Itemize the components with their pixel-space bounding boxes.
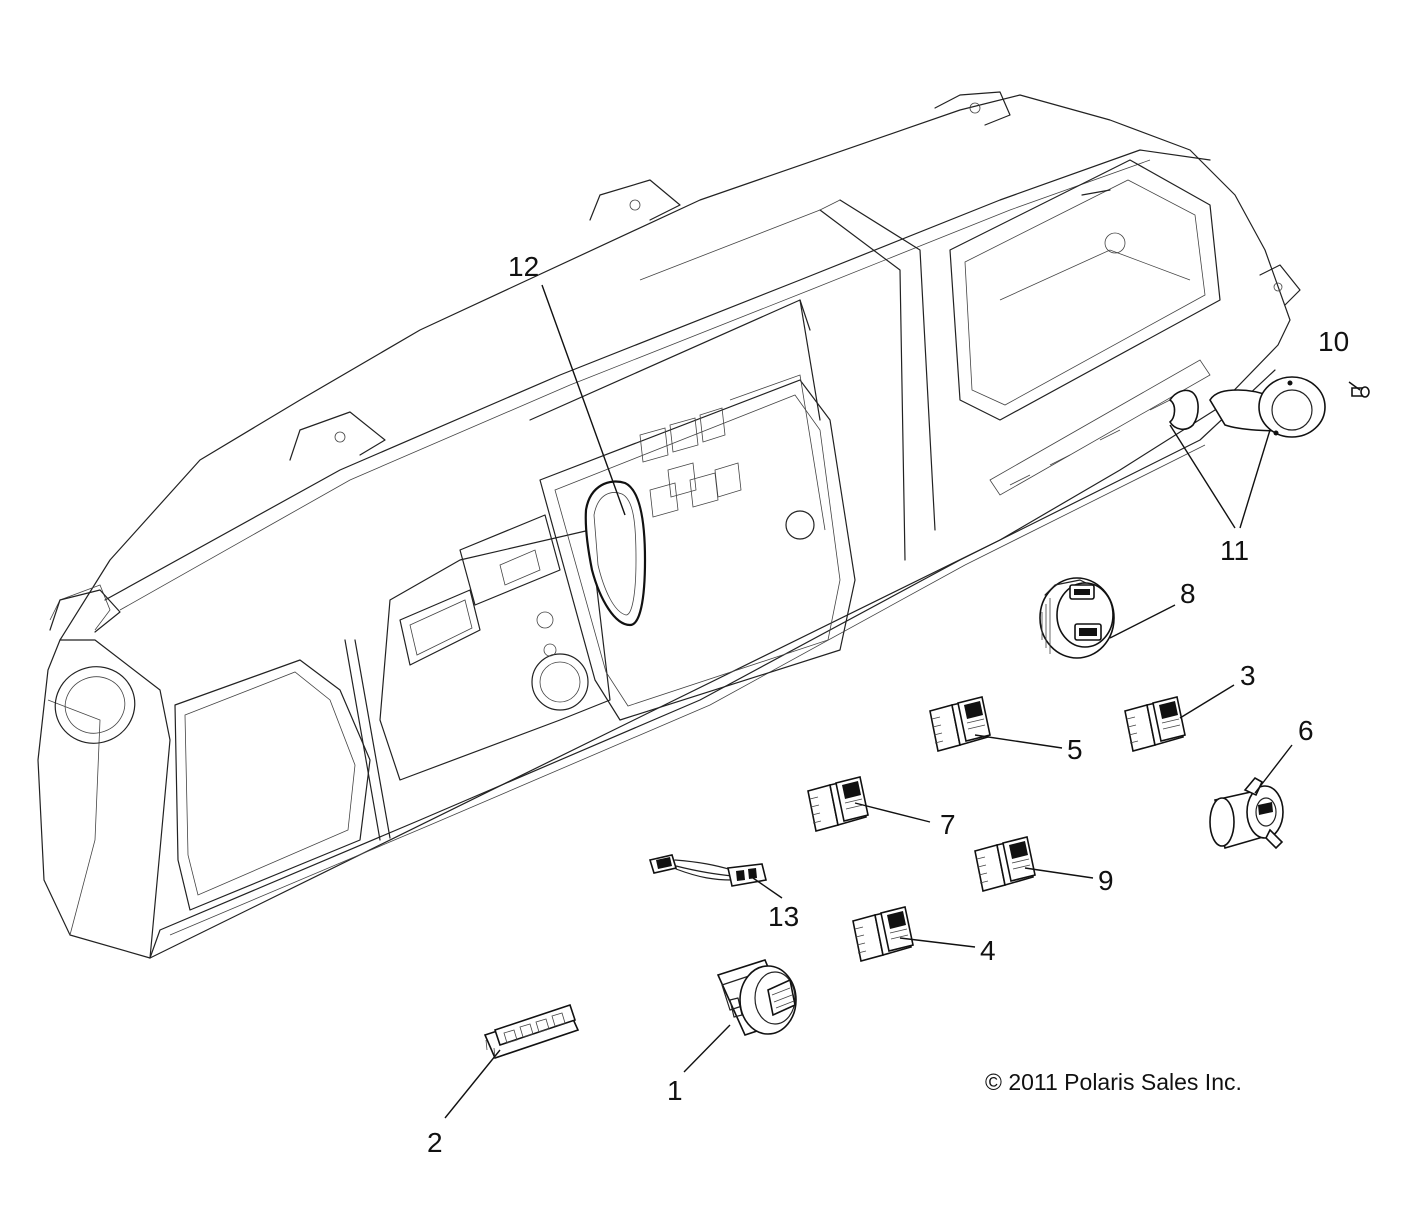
part-11-socket [1168,376,1326,438]
leader-lines [444,284,1361,1119]
leader-4 [899,937,976,948]
callout-6: 6 [1298,715,1314,746]
part-5-switch [929,696,991,752]
callout-2: 2 [427,1127,443,1158]
callout-12: 12 [508,251,539,282]
callout-numbers: 12 10 11 8 3 5 6 7 9 13 4 1 2 [427,251,1349,1158]
leader-12 [541,284,626,516]
callout-8: 8 [1180,578,1196,609]
leader-13 [752,877,783,899]
part-6-power-outlet [1209,776,1284,850]
leader-8 [1109,604,1176,639]
part-10-screw [1351,386,1370,398]
callout-1: 1 [667,1075,683,1106]
leader-7 [854,802,931,823]
part-2-gear-indicator [483,1003,580,1059]
leader-6 [1254,744,1293,794]
callout-3: 3 [1240,660,1256,691]
part-13-harness [648,854,767,887]
leader-2 [444,1049,501,1119]
leader-11-a [1169,424,1236,529]
part-4-switch [852,906,914,962]
copyright-text: © 2011 Polaris Sales Inc. [985,1069,1242,1095]
dashboard-panel [37,91,1301,959]
callout-4: 4 [980,935,996,966]
part-12-lens [584,480,647,627]
part-3-switch [1124,696,1186,752]
callout-5: 5 [1067,734,1083,765]
callout-9: 9 [1098,865,1114,896]
leader-9 [1024,867,1094,879]
callout-11: 11 [1220,535,1249,566]
part-9-switch [974,836,1036,892]
leader-1 [683,1024,731,1073]
callout-7: 7 [940,809,956,840]
part-7-switch [807,776,869,832]
part-1-key-switch [716,959,797,1036]
part-8-usb-outlet [1039,577,1115,659]
leader-3 [1179,684,1235,719]
leader-11-b [1239,429,1271,529]
callout-13: 13 [768,901,799,932]
callout-10: 10 [1318,326,1349,357]
leader-10 [1348,381,1361,391]
switch-grid [639,407,742,518]
leader-5 [974,734,1063,749]
